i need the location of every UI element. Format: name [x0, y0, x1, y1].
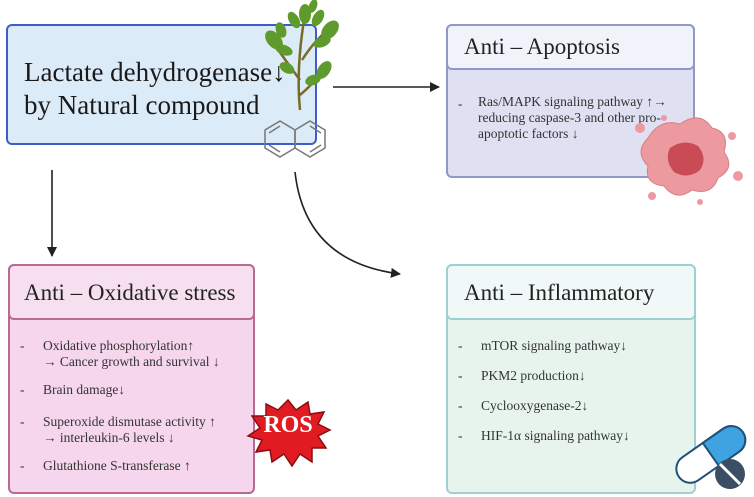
- inflammatory-item-text: HIF-1α signaling pathway↓: [481, 428, 630, 443]
- anti-oxidative-stress-box: Anti – Oxidative stress - Oxidative phos…: [8, 264, 255, 494]
- main-title-line2: by Natural compound: [24, 90, 260, 120]
- bullet-dash: -: [20, 338, 25, 353]
- anti-inflammatory-title: Anti – Inflammatory: [464, 280, 655, 305]
- inflammatory-item-text: mTOR signaling pathway↓: [481, 338, 627, 353]
- bullet-dash: -: [458, 428, 463, 443]
- ros-badge: ROS: [263, 412, 313, 438]
- oxidative-item-line1: Superoxide dismutase activity ↑: [43, 414, 216, 429]
- anti-oxidative-stress-title: Anti – Oxidative stress: [24, 280, 236, 305]
- inflammatory-item-text: PKM2 production↓: [481, 368, 586, 383]
- anti-oxidative-stress-header: Anti – Oxidative stress: [8, 264, 255, 320]
- bullet-dash: -: [458, 368, 463, 383]
- anti-apoptosis-title: Anti – Apoptosis: [464, 34, 620, 59]
- oxidative-item-line1: Glutathione S-transferase ↑: [43, 458, 191, 473]
- anti-apoptosis-box: Anti – Apoptosis - Ras/MAPK signaling pa…: [446, 24, 695, 178]
- anti-apoptosis-item: Ras/MAPK signaling pathway ↑→ reducing c…: [478, 94, 667, 141]
- bullet-dash: -: [458, 96, 463, 111]
- bullet-dash: -: [20, 382, 25, 397]
- main-compound-box: Lactate dehydrogenase↓ by Natural compou…: [6, 24, 317, 145]
- bullet-dash: -: [458, 338, 463, 353]
- oxidative-item-line2: → Cancer growth and survival ↓: [43, 354, 220, 369]
- oxidative-item-line1: Oxidative phosphorylation↑: [43, 338, 195, 353]
- oxidative-item-line1: Brain damage↓: [43, 382, 126, 397]
- anti-apoptosis-header: Anti – Apoptosis: [446, 24, 695, 70]
- bullet-dash: -: [20, 458, 25, 473]
- arrow-to-inflammatory: [294, 171, 401, 278]
- main-title: Lactate dehydrogenase↓ by Natural compou…: [24, 56, 286, 122]
- main-title-line1: Lactate dehydrogenase↓: [24, 57, 286, 87]
- anti-inflammatory-header: Anti – Inflammatory: [446, 264, 696, 320]
- bullet-dash: -: [458, 398, 463, 413]
- oxidative-item-line2: → interleukin-6 levels ↓: [43, 430, 175, 445]
- bullet-dash: -: [20, 414, 25, 429]
- inflammatory-item-text: Cyclooxygenase-2↓: [481, 398, 589, 413]
- anti-inflammatory-box: Anti – Inflammatory - mTOR signaling pat…: [446, 264, 696, 494]
